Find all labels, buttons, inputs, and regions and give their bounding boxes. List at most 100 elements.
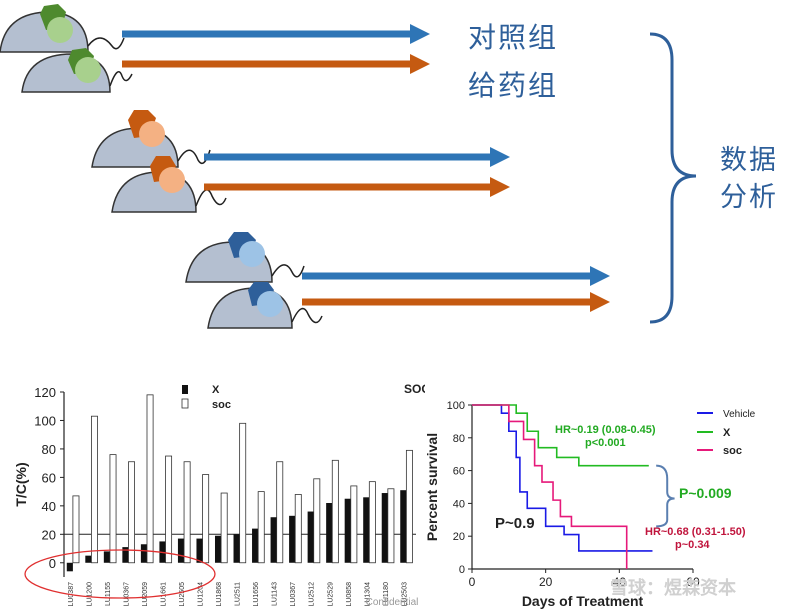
x-tick-label: LU0858: [346, 582, 353, 607]
bar-soc: [72, 495, 80, 564]
x-tick-label: LU1868: [216, 582, 223, 607]
bar-x: [66, 562, 73, 572]
watermark: 雪球：煜森资本: [610, 578, 736, 599]
bar-x: [326, 503, 333, 563]
x-tick-label: LU2511: [235, 582, 242, 606]
corner-label-soc: SOC: [404, 382, 425, 396]
annotation-p-vehicle: P~0.9: [495, 515, 535, 532]
x-tick-label: LU1304: [364, 582, 371, 607]
annotation-soc-p: p~0.34: [675, 539, 710, 551]
mouse-green-1: [0, 4, 125, 53]
x-tick-label: LU2512: [309, 582, 316, 607]
y-tick-label: 100: [447, 400, 465, 412]
bar-x: [85, 555, 92, 563]
tumor-green-icon: [68, 48, 101, 83]
bar-soc: [294, 494, 302, 564]
x-tick-label: LU1180: [383, 582, 390, 606]
annotation-x-hr: HR~0.19 (0.08-0.45): [555, 424, 656, 436]
legend-swatch-soc: [181, 398, 189, 409]
bar-soc: [368, 481, 376, 564]
bar-x: [140, 544, 147, 563]
y-axis-label: Percent survival: [425, 433, 440, 541]
tumor-green-icon: [40, 4, 73, 43]
y-tick-label: 0: [459, 564, 465, 576]
annotation-x-p: p<0.001: [585, 437, 626, 449]
bar-soc: [331, 459, 339, 564]
bar-soc: [257, 491, 265, 564]
x-tick-label: LU2503: [401, 582, 408, 607]
mouse-blue-1: [185, 232, 305, 283]
mouse-blue-2: [207, 282, 323, 329]
bar-x: [307, 511, 314, 563]
bar-soc: [350, 485, 358, 564]
x-tick-label: LU2529: [327, 582, 334, 607]
annotation-p-between: P~0.009: [679, 485, 732, 501]
tumor-orange-icon: [128, 110, 165, 147]
mouse-orange-1: [91, 110, 211, 168]
right-brace: [649, 32, 697, 324]
y-tick-label: 40: [42, 499, 56, 514]
y-tick-label: 80: [453, 433, 465, 445]
bar-x: [103, 551, 110, 563]
bar-soc: [220, 492, 228, 564]
study-design-diagram: [0, 4, 697, 329]
x-tick-label: 40: [613, 575, 627, 589]
legend-swatch-x: [182, 385, 188, 394]
y-tick-label: 0: [49, 556, 56, 571]
survival-line-x: [472, 404, 649, 467]
survival-line-soc: [472, 404, 628, 569]
bar-x: [177, 538, 185, 563]
bar-x: [233, 534, 240, 563]
bar-soc: [109, 454, 117, 564]
bar-x: [122, 547, 129, 563]
x-tick-label: LU2505: [179, 582, 186, 607]
x-tick-label: LU0367: [290, 582, 297, 607]
mouse-green-2: [21, 48, 133, 93]
mouse-orange-2: [111, 156, 227, 213]
bar-soc: [405, 449, 413, 564]
bar-soc: [313, 478, 321, 564]
bar-x: [363, 497, 370, 563]
y-tick-label: 60: [42, 470, 56, 485]
y-tick-label: 100: [34, 413, 56, 428]
legend-label-x: X: [723, 427, 731, 439]
y-axis-label: T/C(%): [13, 462, 29, 506]
x-tick-label: 20: [539, 575, 553, 589]
x-tick-label: LU2059: [142, 582, 149, 607]
y-tick-label: 60: [453, 466, 465, 478]
bar-soc: [165, 455, 173, 564]
bar-soc: [276, 461, 284, 564]
bar-soc: [183, 461, 191, 564]
analysis-line-2: 分析: [720, 182, 778, 213]
legend-label-x: X: [212, 384, 220, 396]
y-tick-label: 80: [42, 442, 56, 457]
bar-x: [289, 515, 296, 563]
control-group-label: 对照组: [468, 21, 559, 54]
bar-x: [214, 535, 222, 563]
x-tick-label: LU1204: [198, 582, 205, 607]
highlight-ellipse: [24, 549, 216, 599]
bar-x: [381, 493, 388, 563]
bar-soc: [146, 394, 154, 564]
x-tick-label: LU1143: [272, 582, 279, 606]
y-tick-label: 120: [34, 385, 56, 400]
tumor-blue-icon: [228, 232, 265, 267]
bar-x: [252, 528, 259, 563]
bar-x: [400, 490, 407, 563]
x-axis-label: Days of Treatment: [522, 593, 644, 609]
tumor-orange-icon: [150, 156, 185, 193]
legend-label-soc: soc: [212, 399, 231, 411]
survival-line-vehicle: [472, 404, 653, 552]
bar-soc: [387, 488, 395, 564]
data-analysis-label: 数据 分析: [720, 142, 778, 216]
y-tick-label: 20: [453, 531, 465, 543]
x-tick-label: LU1661: [161, 582, 168, 607]
bar-soc: [128, 461, 135, 564]
comparison-brace: [656, 464, 675, 528]
x-tick-label: LU1155: [105, 582, 112, 606]
confidential-watermark: Confidential: [366, 597, 419, 608]
x-tick-label: LU0367: [123, 582, 130, 607]
treatment-group-label: 给药组: [468, 69, 559, 102]
